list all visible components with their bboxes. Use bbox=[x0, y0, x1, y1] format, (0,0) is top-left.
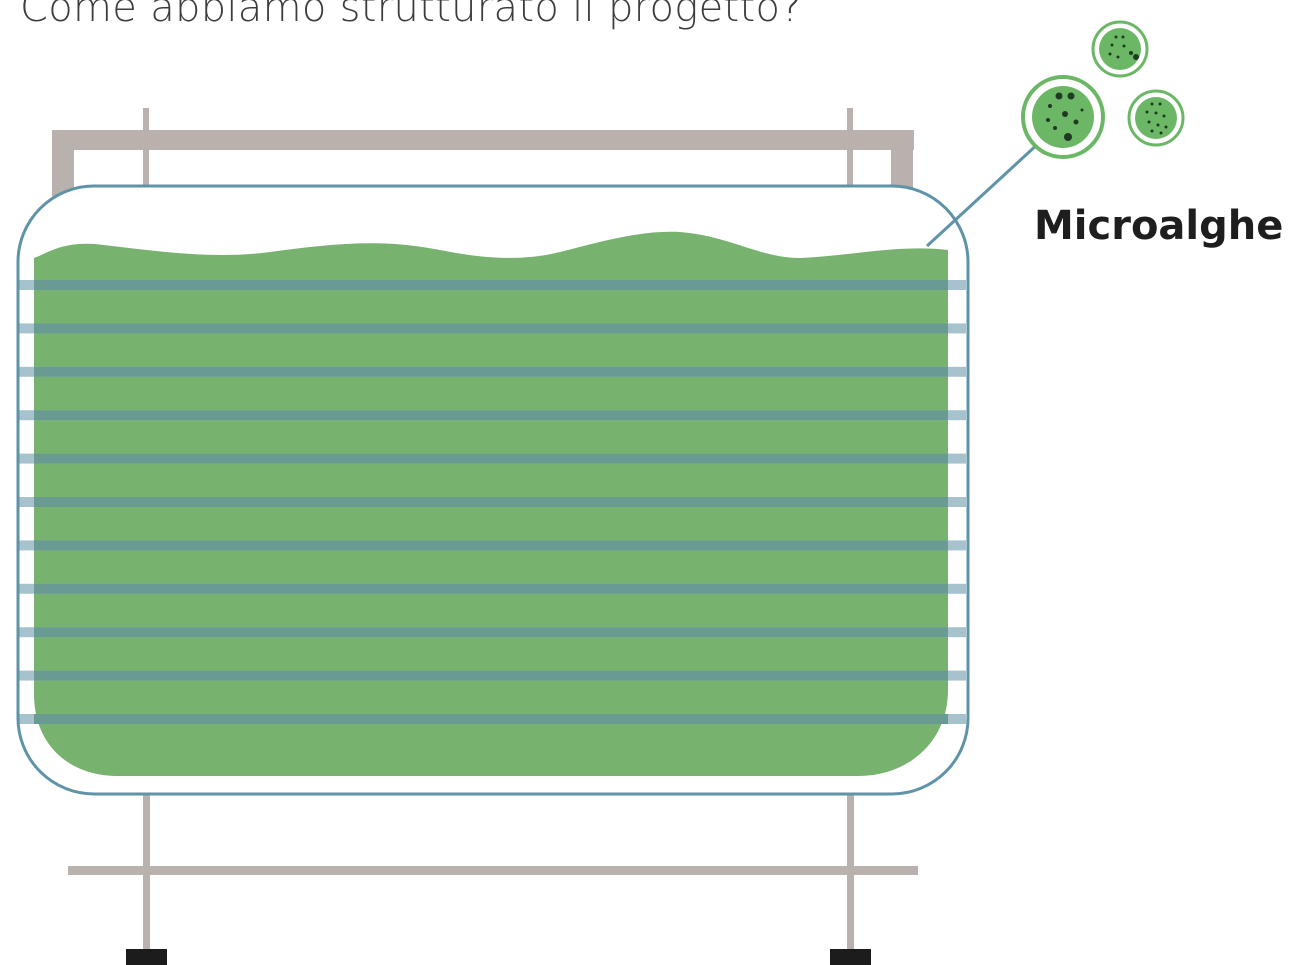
page-title: Come abbiamo strutturato il progetto? bbox=[20, 0, 802, 31]
stand-foot-left bbox=[126, 949, 167, 965]
microalgae-cell-right bbox=[1127, 89, 1185, 147]
cell-nuclei bbox=[1046, 92, 1084, 141]
tube bbox=[34, 280, 948, 290]
microalgae-cell-top bbox=[1091, 20, 1149, 78]
callout-line bbox=[925, 140, 1042, 248]
tube bbox=[34, 497, 948, 507]
top-post-right bbox=[847, 108, 853, 188]
cell-nuclei bbox=[1108, 35, 1139, 60]
cell-body bbox=[1135, 97, 1177, 139]
top-frame-bar bbox=[52, 130, 914, 150]
tube bbox=[34, 540, 948, 551]
cell-body bbox=[1099, 28, 1141, 70]
top-post-left bbox=[143, 108, 149, 188]
tube-group bbox=[18, 280, 966, 724]
bottom-stand bbox=[68, 792, 918, 952]
tank-outline bbox=[16, 184, 970, 796]
tube bbox=[34, 453, 948, 464]
stand-crossbar bbox=[68, 866, 918, 875]
tube bbox=[34, 583, 948, 594]
microalgae-cell-large bbox=[1021, 75, 1105, 159]
cell-body bbox=[1032, 86, 1094, 148]
microalgae-label: Microalghe bbox=[1034, 203, 1284, 249]
stand-foot-right bbox=[830, 949, 871, 965]
tube bbox=[34, 323, 948, 334]
tube bbox=[34, 366, 948, 377]
tube bbox=[34, 714, 948, 724]
tube bbox=[34, 410, 948, 421]
cell-nuclei bbox=[1145, 102, 1168, 135]
tube bbox=[34, 670, 948, 681]
tube bbox=[34, 627, 948, 638]
